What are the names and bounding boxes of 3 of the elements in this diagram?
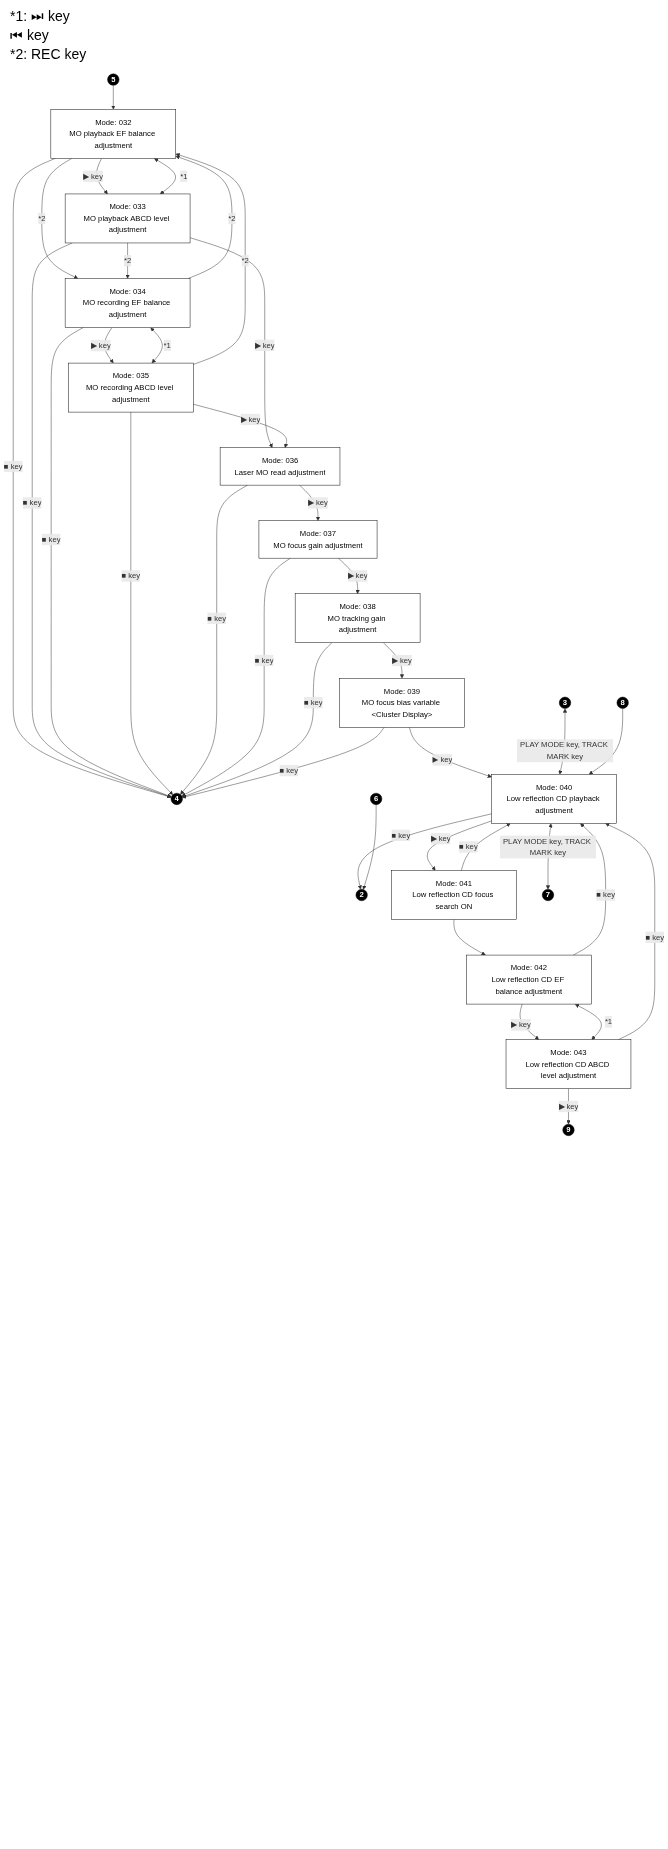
footnote: *1: ⏭ key [10, 8, 71, 25]
footnote: *2: REC key [10, 46, 88, 62]
footnote: ⏮ key [10, 27, 50, 44]
